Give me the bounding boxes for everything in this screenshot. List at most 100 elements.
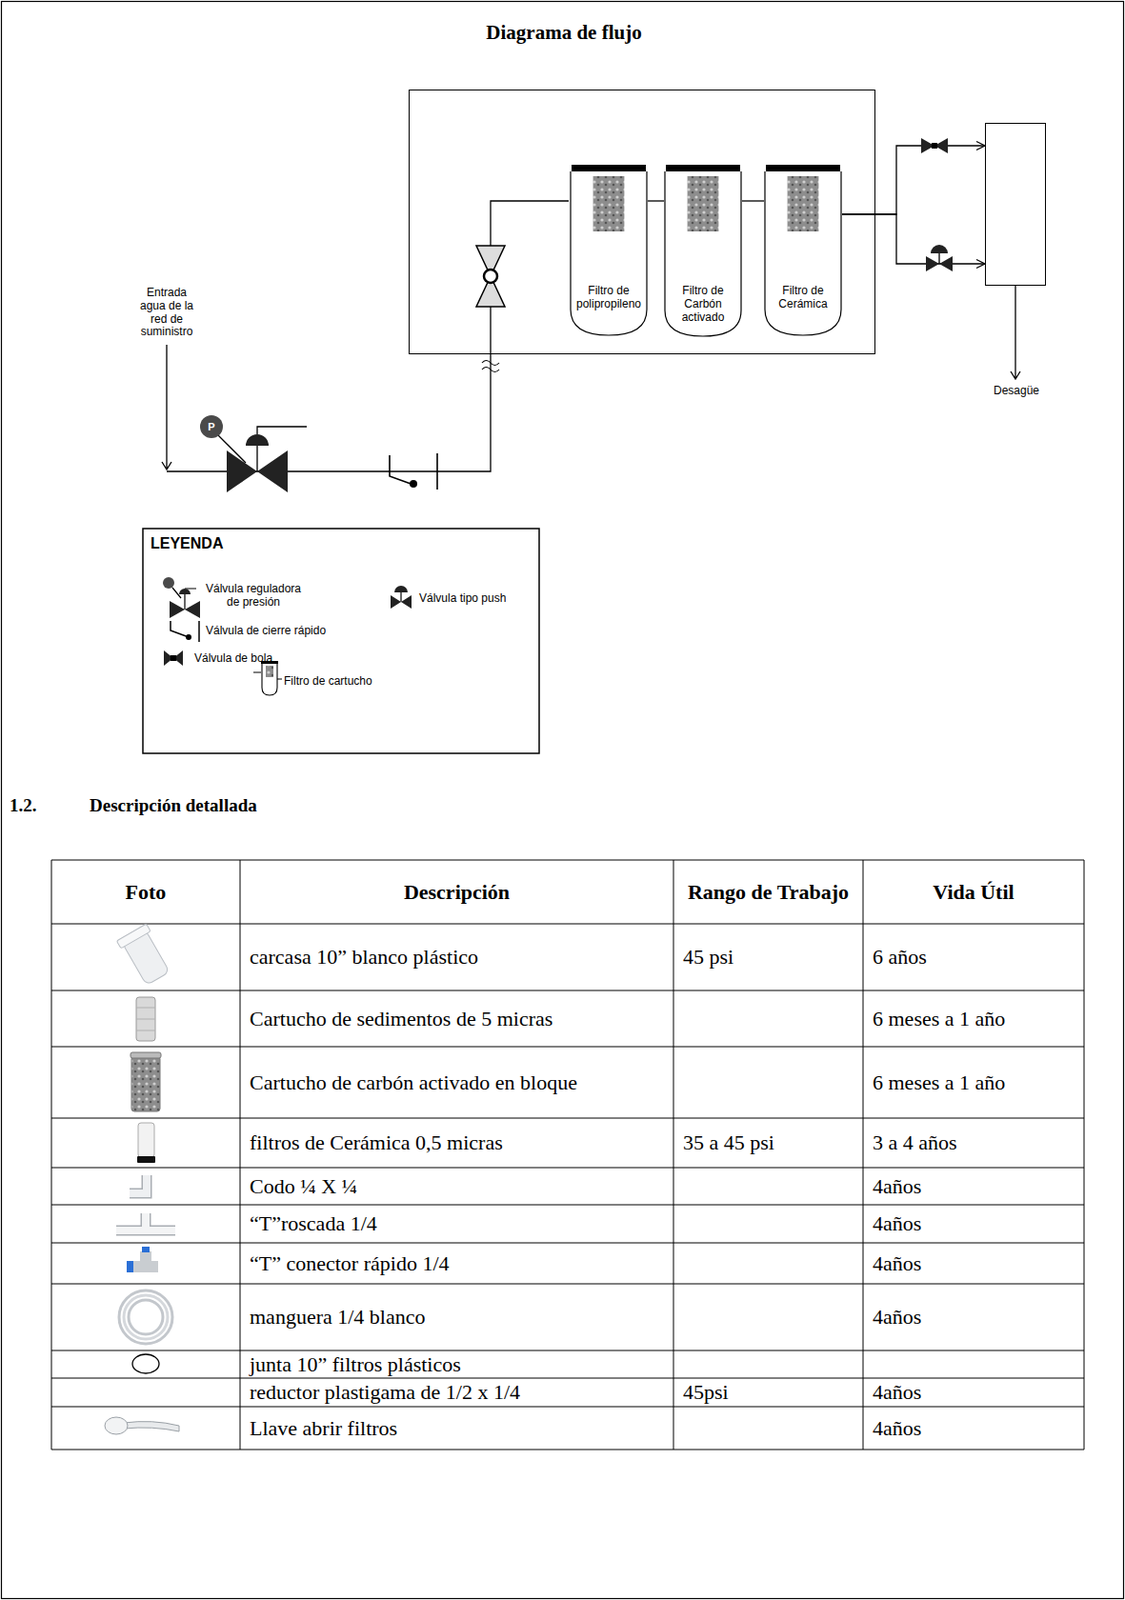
legend-text: Válvula de bola: [194, 651, 273, 665]
table-text: Cartucho de carbón activado en bloque: [249, 1070, 578, 1095]
filter-label: Filtro de Carbón activado: [663, 284, 743, 324]
table-text: 4años: [872, 1305, 922, 1329]
check-valve-dot: [409, 480, 418, 488]
table-header: Vida Útil: [932, 880, 1014, 905]
filter-housing: [570, 171, 647, 336]
table-header: Descripción: [403, 880, 510, 905]
table-cell: manguera 1/4 blanco: [240, 1284, 674, 1351]
table-cell: Descripción: [240, 860, 674, 925]
section-number: 1.2.: [9, 795, 38, 818]
table-cell: Codo ¼ X ¼: [240, 1167, 674, 1206]
legend-regulator-dome: [179, 588, 191, 595]
ball-valve-ball: [483, 269, 498, 283]
housing-cap: [116, 924, 151, 949]
legend-regulator-valve: [169, 601, 201, 619]
quick-tee-collet: [126, 1261, 134, 1273]
pipe-segment: [842, 145, 985, 215]
table-header: Rango de Trabajo: [687, 880, 849, 905]
carbon-cartridge-cap: [130, 1052, 161, 1059]
pipe-connector: [647, 200, 664, 202]
arrowhead: [976, 141, 985, 151]
tank-box: Desagüe: [984, 122, 1046, 286]
filter-box: Filtro de Carbón activado: [663, 164, 743, 338]
wrench-ring: [104, 1417, 128, 1435]
label-slot: Entrada agua de la red de suministro: [135, 286, 199, 340]
ceramic-filter-base: [137, 1156, 156, 1164]
legend-push-stem: [400, 592, 402, 603]
diagram-title: Diagrama de flujo: [331, 20, 797, 45]
ball-valve: [921, 138, 948, 154]
pipe-connector: [842, 141, 985, 269]
filter-outline: [763, 164, 843, 337]
legend-push-dome: [394, 585, 408, 593]
legend-entry: Válvula reguladora de presión: [200, 582, 307, 610]
legend-ball-valve: [163, 650, 183, 666]
table-cell: 35 a 45 psi: [673, 1118, 864, 1168]
table-grid: [51, 860, 1085, 1450]
legend-title: LEYENDA: [150, 534, 223, 553]
table-cell: Cartucho de carbón activado en bloque: [240, 1046, 674, 1119]
filter-outline: [569, 164, 648, 337]
legend-text: Válvula reguladora de presión: [200, 582, 307, 610]
elbow-photo: [129, 1175, 147, 1194]
legend-entry: Válvula de bola: [194, 651, 273, 665]
gauge-letter: P: [200, 419, 223, 435]
filter-box: Filtro de polipropileno: [569, 164, 648, 337]
legend-box: [142, 528, 540, 754]
pipe-line: [166, 200, 569, 472]
drain-arrow: [1010, 285, 1021, 380]
table-text: Codo ¼ X ¼: [249, 1174, 358, 1199]
quick-tee-photo: [133, 1251, 159, 1267]
table-text: “T”roscada 1/4: [249, 1211, 378, 1236]
break-mark: [482, 361, 500, 373]
legend-text: Válvula de cierre rápido: [205, 623, 326, 638]
table-text: 6 meses a 1 año: [872, 1006, 1005, 1031]
table-cell: Vida Útil: [863, 860, 1085, 925]
filter-cap: [665, 164, 741, 172]
housing-photo: [116, 924, 173, 987]
ceramic-filter-photo: [138, 1123, 155, 1158]
legend-filter-media: [265, 665, 274, 678]
o-ring-photo: [132, 1354, 160, 1374]
pipe-segment: [842, 214, 985, 264]
table-text: 4años: [872, 1416, 922, 1441]
hose-coil-photo: [123, 1295, 168, 1340]
table-text: junta 10” filtros plásticos: [249, 1352, 462, 1377]
table-text: 6 años: [872, 944, 927, 969]
table-cell: Cartucho de sedimentos de 5 micras: [240, 990, 674, 1047]
table-text: Llave abrir filtros: [249, 1416, 398, 1441]
table-text: 4años: [872, 1251, 922, 1276]
table-text: filtros de Cerámica 0,5 micras: [249, 1130, 503, 1155]
section-heading: Descripción detallada: [89, 795, 258, 818]
filter-box: Filtro de Cerámica: [763, 164, 843, 337]
table-cell: 45psi: [673, 1378, 864, 1407]
table-cell: 4años: [863, 1205, 1085, 1244]
legend-text: Válvula tipo push: [419, 591, 506, 605]
label-slot: Descripción detallada: [89, 795, 258, 818]
filter-cap: [571, 164, 646, 172]
hose-coil-photo: [128, 1300, 163, 1335]
table-cell: 6 meses a 1 año: [863, 1046, 1085, 1119]
filter-media: [593, 176, 625, 232]
filter-housing: [764, 171, 842, 336]
legend-entry: Válvula de cierre rápido: [205, 623, 326, 638]
carbon-cartridge-photo: [131, 1056, 161, 1112]
label-slot: LEYENDA: [150, 534, 223, 553]
table-cell: 3 a 4 años: [863, 1118, 1085, 1168]
legend-gauge: [162, 577, 175, 589]
tee-outline: [116, 1213, 176, 1231]
check-valve: [389, 453, 438, 490]
table-header: Foto: [125, 880, 167, 905]
filter-media: [687, 176, 720, 232]
filter-cap: [765, 164, 841, 172]
table-cell: Foto: [51, 860, 241, 925]
inlet-arrow: [161, 344, 172, 470]
table-text: 6 meses a 1 año: [872, 1070, 1005, 1095]
hose-coil-photo: [119, 1290, 173, 1345]
legend-push-valve: [390, 595, 412, 609]
table-cell: junta 10” filtros plásticos: [240, 1350, 674, 1379]
table-text: 3 a 4 años: [872, 1130, 958, 1155]
tee-photo: [116, 1213, 176, 1231]
